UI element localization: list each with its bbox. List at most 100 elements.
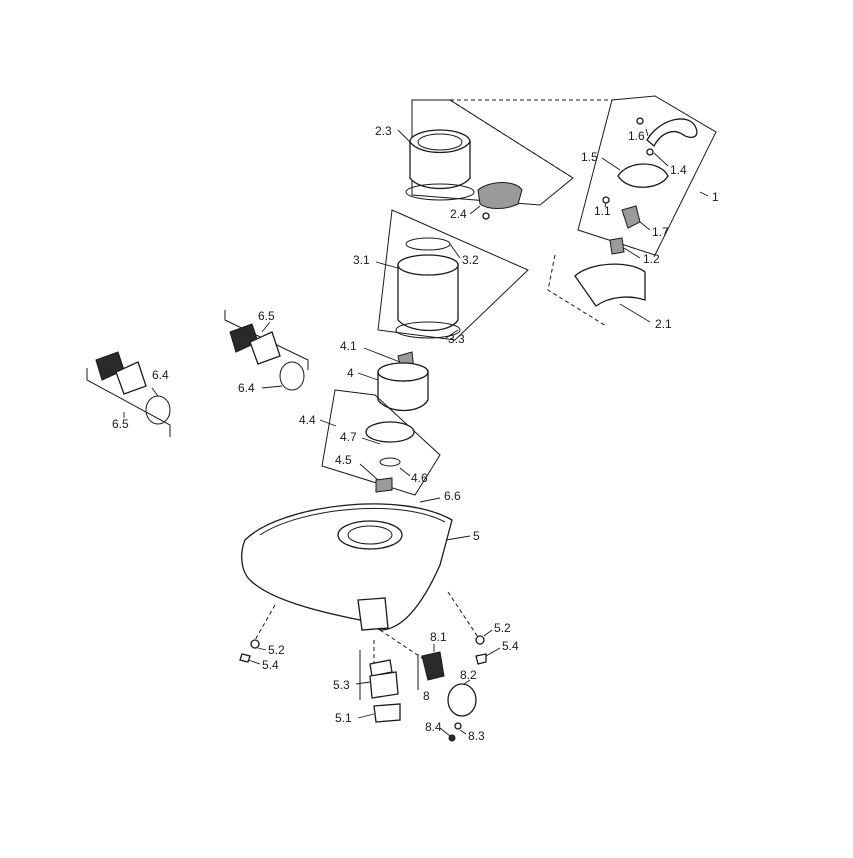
screw-1-1-part	[602, 196, 610, 204]
leader-2-3	[397, 129, 411, 143]
leader-8-3	[459, 729, 467, 735]
tap-body-outlet	[357, 597, 389, 631]
leader-5-4-right	[485, 647, 501, 657]
leader-4-1	[363, 347, 401, 363]
screw-5-4-right-part	[475, 653, 487, 665]
valve-8-1-part	[421, 651, 445, 681]
leader-6-6	[419, 497, 441, 503]
leader-5-3	[355, 681, 371, 685]
leader-1-7	[639, 221, 651, 231]
sleeve-group-3-1	[377, 209, 529, 341]
leader-1-1	[604, 202, 607, 208]
leader-2-4	[469, 205, 481, 215]
label-6-5-left: 6.5	[112, 417, 129, 431]
housing-o-ring	[405, 183, 475, 201]
insert-2-4-part	[477, 182, 523, 209]
filter-5-3-body	[369, 671, 399, 699]
leader-3-2	[449, 243, 461, 259]
label-4-6: 4.6	[411, 471, 428, 485]
leader-3-1	[375, 261, 399, 269]
label-5-2-right: 5.2	[494, 621, 511, 635]
tap-body-group-5	[241, 503, 481, 665]
label-2-4: 2.4	[450, 207, 467, 221]
leader-1-2	[623, 247, 641, 259]
screw-1-6-part	[636, 117, 644, 125]
label-6-4-left: 6.4	[152, 368, 169, 382]
label-5: 5	[473, 529, 480, 543]
ring-4-6-part	[379, 457, 401, 467]
label-6-5-right: 6.5	[258, 309, 275, 323]
label-2-3: 2.3	[375, 124, 392, 138]
label-5-1: 5.1	[335, 711, 352, 725]
dome-cap-1-5-part	[617, 163, 669, 188]
label-4-7: 4.7	[340, 430, 357, 444]
leader-4-5	[359, 463, 379, 481]
label-5-4-left: 5.4	[262, 658, 279, 672]
label-4-4: 4.4	[299, 413, 316, 427]
leader-1-6	[645, 128, 649, 137]
lever-arm-part	[646, 118, 698, 148]
label-1-2: 1.2	[643, 252, 660, 266]
label-3-1: 3.1	[353, 253, 370, 267]
knob-8-2-part	[447, 683, 477, 717]
group-1-frame	[577, 95, 717, 256]
part-labels: 1 1.6 1.4 1.5 1.1 1.7 1.2 2.1 2.3 2.4 3.…	[112, 124, 719, 743]
label-8-2: 8.2	[460, 668, 477, 682]
label-1-1: 1.1	[594, 204, 611, 218]
leader-6-4-right	[261, 385, 283, 389]
seal-plate-4-7-part	[365, 421, 415, 443]
label-4-5: 4.5	[335, 453, 352, 467]
housing-group-2-3	[405, 99, 574, 220]
leader-3-3	[445, 329, 459, 339]
label-8-3: 8.3	[468, 729, 485, 743]
o-ring-3-3-part	[395, 321, 461, 339]
o-ring-6-4-right-part	[279, 361, 305, 391]
label-1: 1	[712, 190, 719, 204]
leader-4	[357, 372, 379, 381]
connector-left-body	[115, 361, 147, 395]
label-8: 8	[423, 689, 430, 703]
sleeve-top	[397, 254, 459, 276]
washer-1-4-part	[646, 148, 654, 156]
plate-5-1-part	[373, 703, 401, 723]
label-6-6: 6.6	[444, 489, 461, 503]
tap-body-5-part	[241, 503, 453, 631]
tap-body-opening	[337, 520, 403, 550]
gasket-6-6-part	[259, 507, 446, 536]
insert-4-5-part	[375, 477, 393, 493]
leader-6-5-right	[261, 321, 271, 333]
leader-lines	[123, 128, 709, 737]
group-4-4-frame	[321, 389, 441, 496]
label-1-7: 1.7	[652, 225, 669, 239]
bottom-fittings-group	[239, 635, 487, 742]
label-2-1: 2.1	[655, 317, 672, 331]
screw-8-4-part	[448, 734, 456, 742]
plug-5-2-right-part	[475, 635, 485, 645]
leader-4-6	[399, 467, 411, 477]
screw-2-4-part	[482, 212, 490, 220]
o-ring-3-2-part	[405, 237, 451, 251]
leader-1-5	[601, 157, 621, 171]
leader-5-2-left	[257, 647, 267, 651]
label-3-2: 3.2	[462, 253, 479, 267]
connector-right-body	[249, 331, 281, 365]
nut-1-2-part	[609, 237, 625, 255]
leader-5-2-right	[483, 629, 493, 637]
leader-8-2	[463, 679, 471, 685]
leader-5-1	[357, 713, 375, 719]
label-1-5: 1.5	[581, 150, 598, 164]
screw-8-3-part	[454, 722, 462, 730]
label-1-4: 1.4	[670, 163, 687, 177]
leader-2-1	[619, 303, 651, 323]
leader-4-7	[361, 437, 381, 445]
label-1-6: 1.6	[628, 129, 645, 143]
leader-4-4	[319, 419, 337, 427]
screw-5-4-left-part	[239, 653, 251, 663]
label-3-3: 3.3	[448, 332, 465, 346]
cartridge-group-4	[321, 351, 441, 496]
housing-inner-rim	[417, 133, 463, 151]
leader-1	[699, 191, 709, 197]
label-6-4-right: 6.4	[238, 381, 255, 395]
